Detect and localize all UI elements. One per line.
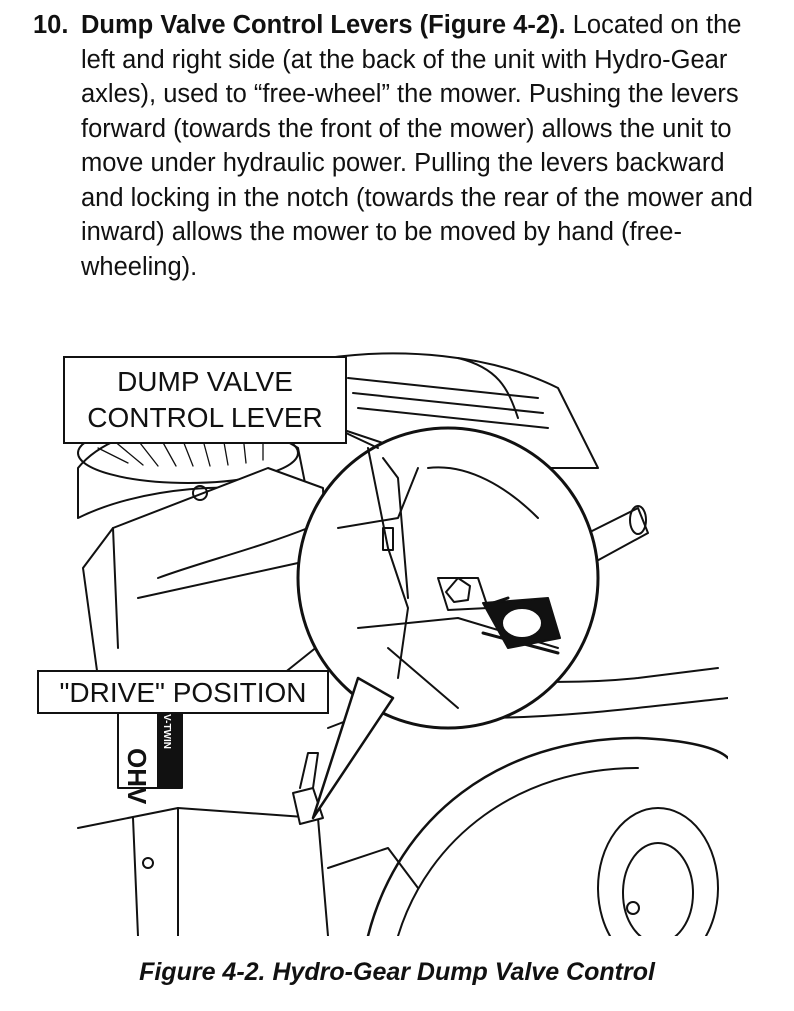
item-text: Dump Valve Control Levers (Figure 4-2). … [81,8,768,284]
item-number: 10. [33,11,69,39]
item-body: Located on the left and right side (at t… [81,11,753,281]
figure-caption: Figure 4-2. Hydro-Gear Dump Valve Contro… [139,958,655,986]
figure-line-drawing [38,348,728,936]
callout-lever-line2: CONTROL LEVER [87,402,323,433]
callout-lever-line1: DUMP VALVE [117,366,293,397]
instruction-item-10: 10. Dump Valve Control Levers (Figure 4-… [33,8,768,284]
callout-drive-position: "DRIVE" POSITION [37,670,329,714]
callout-dump-valve-control-lever: DUMP VALVE CONTROL LEVER [63,356,347,444]
item-heading: Dump Valve Control Levers (Figure 4-2). [81,11,566,39]
